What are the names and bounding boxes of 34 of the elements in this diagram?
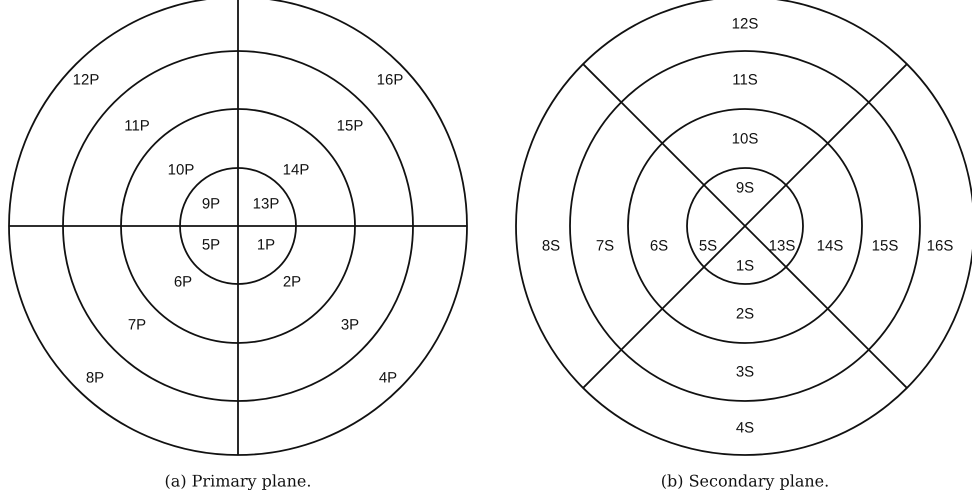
sector-label: 8S [542,238,560,254]
sector-label: 13S [768,238,796,254]
sector-label: 5S [698,238,718,254]
sector-label: 14P [282,162,310,178]
sector-label: 4P [378,370,398,386]
sector-label: 1P [256,236,276,254]
sector-label: 15S [872,238,898,254]
sector-label: 9S [736,180,754,196]
sector-label: 8P [86,370,104,386]
sector-label: 1S [736,258,754,274]
sector-label: 11S [732,72,758,88]
sector-label: 12P [72,72,100,88]
sector-label: 7S [596,238,614,254]
sector-label: 13P [252,196,280,212]
sector-label: 6P [174,274,192,290]
sector-label: 4S [736,420,754,436]
sector-label: 11P [124,118,150,134]
sector-label: 3S [736,364,754,380]
sector-label: 16P [376,72,404,88]
sector-label: 2S [736,306,754,322]
sector-label: 7P [128,316,146,334]
sector-label: 5P [202,236,220,254]
sector-label: 10S [732,130,758,148]
sector-label: 16S [926,238,954,254]
sector-label: 12S [732,16,758,32]
sector-label: 6S [650,238,668,254]
sector-label: 2P [282,274,302,290]
sector-label: 15P [336,118,364,134]
sector-label: 9P [202,196,220,212]
figure-caption: (b) Secondary plane. [660,472,830,490]
figure-caption: (a) Primary plane. [164,472,312,490]
sector-label: 3P [340,316,360,334]
sector-label: 10P [168,162,194,178]
sector-label: 14S [816,238,844,254]
